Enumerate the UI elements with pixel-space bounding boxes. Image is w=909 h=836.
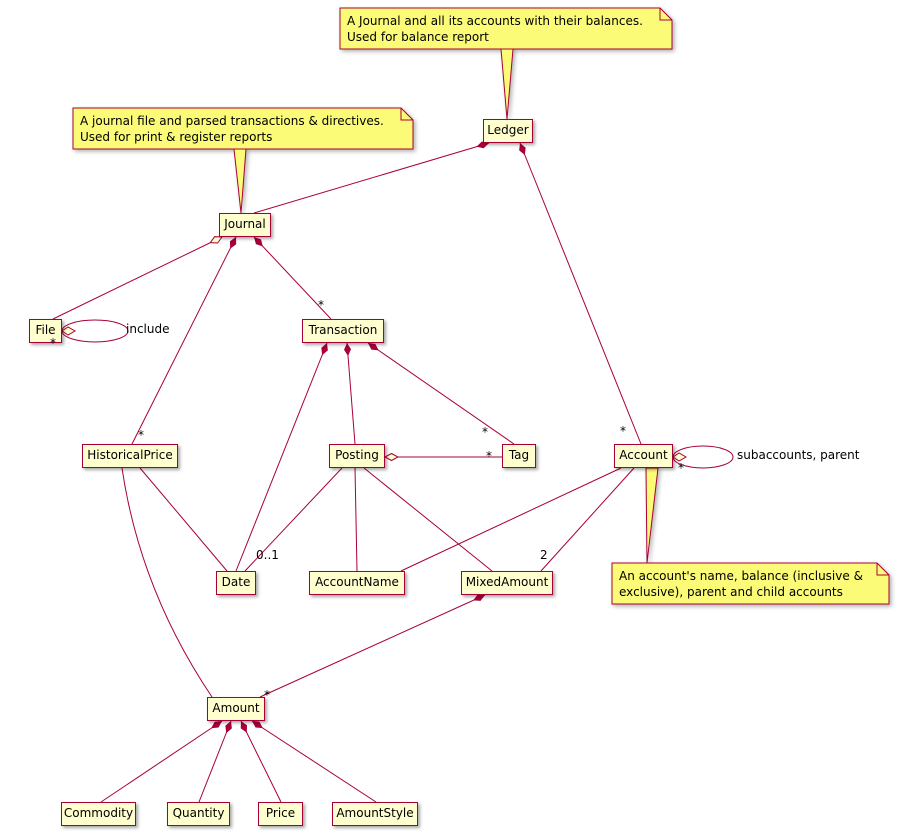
label-subaccounts-parent: subaccounts, parent: [737, 448, 860, 462]
note-fold-icon: [400, 108, 413, 121]
edge-amount-quantity: [198, 720, 232, 803]
class-mixedamount: MixedAmount: [461, 571, 553, 595]
class-date: Date: [216, 571, 256, 595]
note-ledger: A Journal and all its accounts with thei…: [347, 14, 643, 44]
label-include: include: [126, 322, 170, 336]
edge-account-accountname: [400, 467, 622, 572]
edge-amount-price: [240, 720, 282, 803]
note-account: An account's name, balance (inclusive & …: [619, 569, 863, 599]
edge-amount-amountstyle: [251, 720, 377, 803]
edge-transaction-posting: [344, 342, 356, 445]
edge-posting-accountname: [354, 467, 358, 572]
edge-journal-transaction: [253, 236, 332, 320]
note-fold-icon: [876, 563, 889, 576]
class-account: Account: [614, 444, 673, 468]
edge-journal-historicalprice: [131, 236, 237, 445]
multiplicity-accounts: *: [620, 424, 626, 438]
class-amountstyle: AmountStyle: [332, 802, 418, 826]
edge-ledger-journal: [253, 141, 490, 214]
note-journal: A journal file and parsed transactions &…: [80, 114, 384, 144]
multiplicity-account-mixedamount: 2: [540, 548, 548, 562]
class-quantity: Quantity: [167, 802, 230, 826]
note-shape-journal: [72, 107, 414, 150]
class-historicalprice: HistoricalPrice: [82, 444, 178, 468]
edge-amount-commodity: [100, 720, 223, 803]
class-commodity: Commodity: [61, 802, 136, 826]
multiplicity-amounts: *: [264, 688, 270, 702]
edge-ledger-account: [519, 142, 642, 445]
class-accountname: AccountName: [309, 571, 405, 595]
edge-account-mixedamount: [540, 467, 635, 572]
aggregation-diamond-account-loop: [672, 452, 688, 462]
class-ledger: Ledger: [483, 119, 533, 143]
multiplicity-txn-tags: *: [482, 425, 488, 439]
edge-historicalprice-amount: [121, 467, 213, 698]
note-shape-account: [611, 562, 890, 605]
class-transaction: Transaction: [302, 319, 384, 343]
class-file: File: [29, 319, 62, 343]
multiplicity-transactions: *: [318, 298, 324, 312]
edge-posting-date: [244, 467, 343, 572]
edge-historicalprice-date: [139, 467, 228, 572]
class-amount: Amount: [207, 697, 265, 721]
class-tag: Tag: [502, 444, 536, 468]
note-pointer-account: [645, 467, 659, 564]
note-fold-icon: [659, 8, 672, 21]
edge-transaction-date: [235, 342, 328, 572]
edge-journal-file: [52, 237, 222, 320]
edge-posting-mixedamount: [363, 467, 493, 572]
class-price: Price: [258, 802, 303, 826]
note-pointer-journal: [233, 148, 247, 214]
multiplicity-subaccounts: *: [678, 461, 684, 475]
edge-transaction-tag: [367, 342, 515, 445]
multiplicity-prices: *: [138, 428, 144, 442]
class-posting: Posting: [329, 444, 385, 468]
multiplicity-file-include: *: [50, 336, 56, 350]
aggregation-diamond-file-loop: [61, 326, 77, 336]
class-journal: Journal: [219, 213, 271, 237]
multiplicity-txn-date: 0..1: [256, 548, 279, 562]
edge-mixedamount-amount: [259, 594, 486, 698]
note-shape-ledger: [339, 7, 673, 50]
note-pointer-ledger: [500, 48, 514, 120]
multiplicity-posting-tags: *: [486, 449, 492, 463]
